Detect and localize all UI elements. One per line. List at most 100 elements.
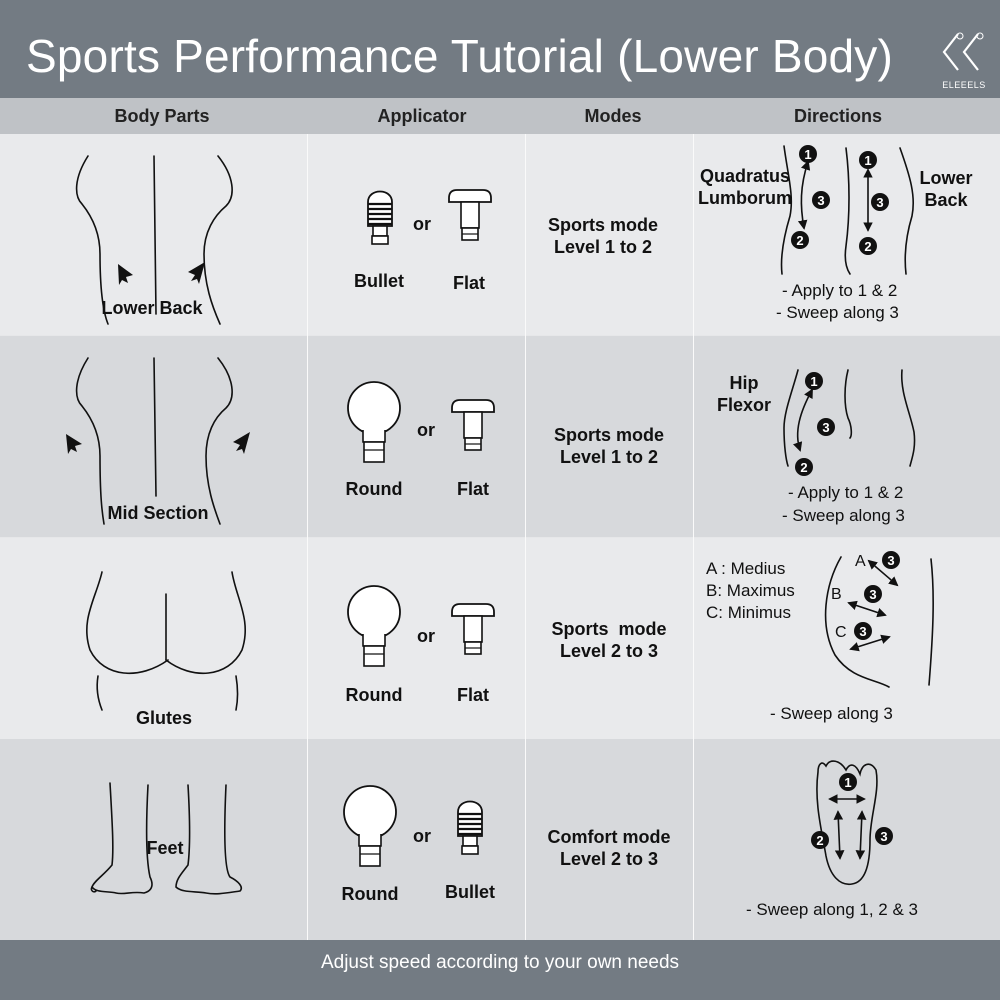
applicator-label: Flat — [456, 479, 489, 499]
applicator-label: Flat — [452, 273, 485, 293]
muscle-label: Hip Flexor — [706, 372, 782, 416]
step-number: 2 — [796, 233, 803, 248]
column-header-modes: Modes — [584, 106, 642, 126]
muscle-label-line: Hip — [729, 373, 759, 393]
table-row-lower-back — [0, 134, 1000, 335]
muscle-label: Quadratus Lumborum — [692, 165, 798, 209]
table-row-mid-section — [0, 336, 1000, 537]
muscle-label-line: Lumborum — [698, 188, 792, 208]
logo-text: ELEEELS — [942, 80, 986, 90]
mode-name: Sports mode — [547, 215, 658, 235]
step-number: 1 — [864, 153, 871, 168]
step-number: 1 — [844, 775, 851, 790]
body-part-label: Lower Back — [101, 298, 203, 318]
page-footer: Adjust speed according to your own needs — [0, 940, 1000, 1000]
or-label: or — [417, 626, 435, 646]
column-divider — [307, 134, 308, 940]
marker-label: C — [835, 624, 847, 641]
logo-icon — [942, 32, 984, 71]
instruction-note: - Apply to 1 & 2 — [782, 281, 898, 300]
column-divider — [693, 134, 694, 940]
muscle-label-line: Flexor — [716, 395, 772, 415]
step-number: 3 — [876, 195, 883, 210]
applicator-label: Flat — [456, 685, 489, 705]
mode-name: Sports mode — [551, 619, 667, 639]
step-number: 1 — [804, 147, 811, 162]
region-label: Lower Back — [912, 167, 980, 211]
arrow-icon — [66, 434, 82, 454]
step-number: 1 — [810, 374, 817, 389]
muscle-label-line: Quadratus — [699, 166, 791, 186]
muscle-legend: A : Medius B: Maximus C: Minimus — [706, 558, 795, 624]
or-label: or — [413, 826, 431, 846]
step-number: 3 — [859, 624, 866, 639]
mid-section-illustration — [66, 357, 250, 525]
step-number: 2 — [816, 833, 823, 848]
round-applicator-icon — [347, 585, 401, 667]
body-part-label: Feet — [146, 838, 184, 858]
step-number: 2 — [864, 239, 871, 254]
mode-level: Level 2 to 3 — [559, 849, 659, 869]
column-header-body-parts: Body Parts — [114, 106, 210, 126]
flat-applicator-icon — [451, 399, 495, 451]
instruction-note: - Sweep along 1, 2 & 3 — [746, 900, 919, 919]
lower-back-illustration — [75, 155, 233, 325]
feet-illustration — [90, 782, 243, 895]
mode-name: Sports mode — [553, 425, 664, 445]
mode-name: Comfort mode — [547, 827, 671, 847]
mode-text: Sports mode Level 2 to 3 — [534, 618, 684, 662]
or-label: or — [413, 214, 431, 234]
column-header-directions: Directions — [793, 106, 883, 126]
applicator-label: Round — [341, 884, 399, 904]
mode-text: Comfort mode Level 2 to 3 — [534, 826, 684, 870]
mode-text: Sports mode Level 1 to 2 — [534, 424, 684, 468]
logo: ELEEELS — [936, 28, 992, 94]
instruction-note: - Sweep along 3 — [782, 506, 905, 525]
region-label-line: Lower — [919, 168, 973, 188]
page-header: Sports Performance Tutorial (Lower Body)… — [0, 0, 1000, 98]
hip-flexor-directions-diagram: 1 2 3 — [783, 369, 916, 476]
mode-level: Level 1 to 2 — [553, 237, 653, 257]
flat-applicator-icon — [451, 603, 495, 655]
region-label-line: Back — [924, 190, 968, 210]
step-number: 3 — [880, 829, 887, 844]
instruction-note: - Sweep along 3 — [776, 303, 899, 322]
applicator-label: Round — [345, 685, 403, 705]
mode-text: Sports mode Level 1 to 2 — [528, 214, 678, 258]
footer-text: Adjust speed according to your own needs — [320, 952, 680, 973]
column-header-applicator: Applicator — [377, 106, 467, 126]
arrow-icon — [188, 262, 205, 284]
column-divider — [525, 134, 526, 940]
body-part-label: Mid Section — [107, 503, 209, 523]
step-number: 3 — [817, 193, 824, 208]
marker-label: B — [831, 586, 842, 603]
round-applicator-icon — [347, 381, 401, 463]
foot-directions-diagram: 1 2 3 — [811, 760, 893, 885]
glutes-illustration — [86, 571, 246, 711]
arrow-icon — [233, 432, 250, 454]
table-row-feet — [0, 739, 1000, 940]
bullet-applicator-icon — [457, 800, 483, 855]
glutes-directions-diagram: A B C 3 3 3 — [824, 551, 934, 688]
body-part-label: Glutes — [135, 708, 192, 728]
applicator-label: Round — [345, 479, 403, 499]
flat-applicator-icon — [448, 189, 492, 241]
instruction-note: - Sweep along 3 — [770, 704, 893, 723]
step-number: 3 — [887, 553, 894, 568]
step-number: 3 — [869, 587, 876, 602]
round-applicator-icon — [343, 785, 397, 867]
step-number: 2 — [800, 460, 807, 475]
or-label: or — [417, 420, 435, 440]
instruction-note: - Apply to 1 & 2 — [788, 483, 904, 502]
applicator-label: Bullet — [444, 882, 495, 902]
mode-level: Level 1 to 2 — [559, 447, 659, 467]
legend-item: C: Minimus — [706, 603, 792, 622]
bullet-applicator-icon — [367, 190, 393, 245]
page-title: Sports Performance Tutorial (Lower Body) — [26, 30, 894, 82]
step-number: 3 — [822, 420, 829, 435]
legend-item: B: Maximus — [706, 581, 795, 600]
marker-label: A — [855, 553, 866, 570]
column-header-bar: Body Parts Applicator Modes Directions — [0, 98, 1000, 134]
mode-level: Level 2 to 3 — [559, 641, 659, 661]
applicator-label: Bullet — [353, 271, 404, 291]
